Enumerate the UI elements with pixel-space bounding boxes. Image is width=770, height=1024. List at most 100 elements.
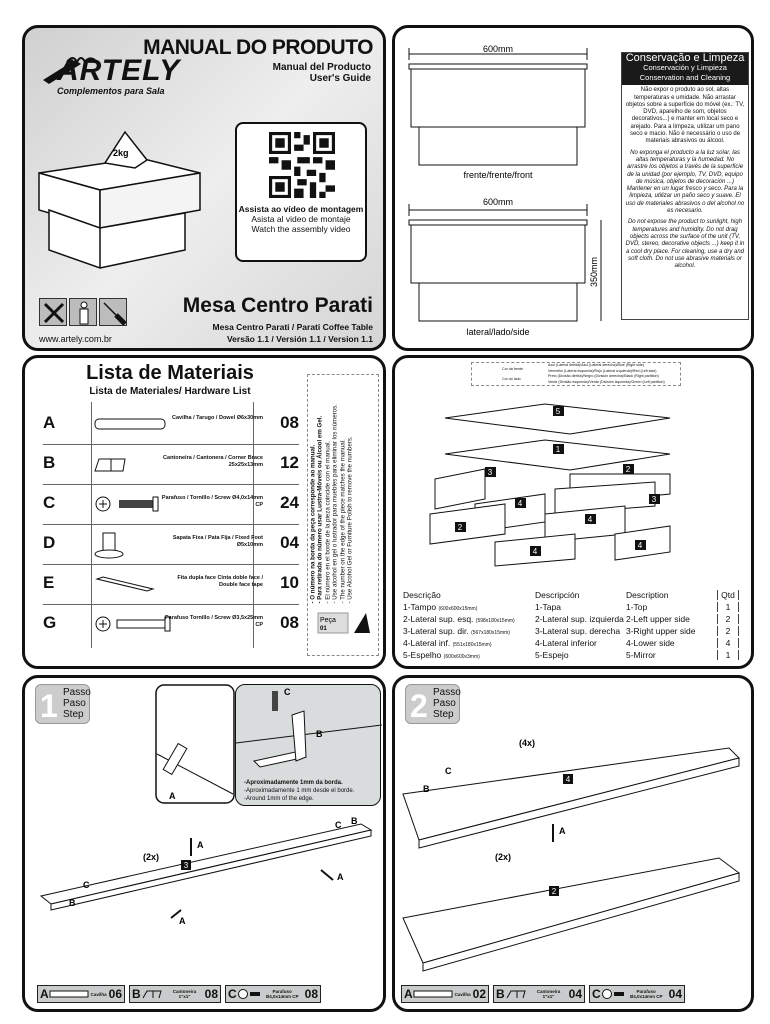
no-power-tool-icon (39, 298, 67, 326)
qr-caption-pt: Assista ao vídeo de montagem (238, 204, 364, 214)
item-letter: E (43, 573, 55, 592)
strip-qty: 08 (304, 987, 318, 1001)
label-b: B (316, 729, 323, 739)
step-pt: Passo (63, 687, 91, 698)
qr-video-box[interactable]: Assista ao vídeo de montagem Asista al v… (235, 122, 367, 262)
part-name: 4-Lateral inf. (403, 638, 451, 648)
item-qty: 04 (280, 533, 299, 552)
cell-pt: 2-Lateral sup. esq. (598x180x15mm) (403, 614, 535, 624)
screw-icon (601, 989, 624, 999)
cell-en: 5-Mirror (626, 650, 656, 660)
part-size: (600x600x15mm) (438, 606, 478, 612)
strip-letter: A (40, 987, 49, 1001)
part-label: 3 (488, 468, 493, 477)
qr-caption: Assista ao vídeo de montagem Asista al v… (237, 204, 365, 234)
cell-en: 3-Right upper side (626, 626, 696, 636)
product-name: Mesa Centro Parati (182, 294, 373, 317)
step-es: Paso (63, 698, 86, 709)
parts-table: Descrição Descripción Description Qtd 1-… (403, 589, 745, 661)
part-name: 3-Lateral sup. dir. (403, 626, 469, 636)
cell-qty: 2 (717, 626, 739, 636)
tools-icons (39, 298, 127, 326)
item-qty: 12 (280, 453, 299, 472)
screw-icon (237, 989, 260, 999)
dowel-insert-detail: A (155, 684, 235, 804)
note-line: - El número en el borde de la pieza coin… (324, 440, 332, 604)
label-a: A (337, 872, 344, 882)
item-desc: Cantoneira / Cantonera / Corner Brace 25… (163, 455, 263, 468)
subtitle-en: User's Guide (309, 73, 371, 84)
parts-panel: Cor da frente Cor do lado Azul (Lateral … (392, 355, 754, 669)
item-qty: 10 (280, 573, 299, 592)
qr-code[interactable] (269, 132, 335, 198)
subtitle-es: Manual del Producto (272, 62, 371, 73)
cell-es: 5-Espejo (535, 650, 569, 660)
brand-name: ARTELY (57, 54, 181, 87)
cell-qty: 2 (717, 614, 739, 624)
product-subtitle: Mesa Centro Parati / Parati Coffee Table (212, 322, 373, 332)
long-screw-icon (95, 616, 171, 632)
legend-line: Vermelho (Lateral esquerda)/Rojo (Latera… (548, 368, 657, 373)
part-size: (600x600x3mm) (443, 654, 480, 660)
cell-en: 1-Top (626, 602, 648, 612)
part-label: 4 (566, 775, 571, 784)
product-illustration: 2kg (38, 130, 201, 269)
cell-pt: 1-Tampo (600x600x15mm) (403, 602, 535, 612)
header-pt: Descrição (403, 590, 441, 600)
strip-name: Cavilha (90, 991, 107, 997)
front-width-label: 600mm (483, 44, 513, 54)
note-es: -Aproximadamente 1 mm desde el borde. (244, 788, 355, 794)
part-size: (551x180x15mm) (452, 642, 492, 648)
step-number: 2 (410, 688, 428, 724)
strip-name: Parafuso Ø4,0x14mm CP (629, 989, 663, 999)
label-a: A (179, 916, 186, 926)
item-desc: Sapata Fixa / Pata Fija / Fixed Foot Ø5x… (172, 535, 263, 548)
item-desc: Parafuso / Tornillo / Screw Ø4,0x14mm CP (161, 495, 263, 508)
hardware-row-e: E Fita dupla face Cinta doble face / Dou… (43, 565, 299, 605)
step-pt: Passo (433, 687, 461, 698)
hardware-row-g: G Parafuso Tornillo / Screw Ø3,5x25mm CP… (43, 605, 299, 645)
cell-en: 4-Lower side (626, 638, 675, 648)
cell-es: 1-Tapa (535, 602, 561, 612)
label-c: C (335, 820, 342, 830)
strip-letter: C (592, 987, 601, 1001)
corner-brace-icon (506, 990, 526, 999)
dimensions-panel: 600mm frente/frente/front 600mm 350mm la… (392, 25, 754, 351)
cell-qty: 1 (717, 602, 739, 612)
part-label: 2 (458, 523, 463, 532)
item-desc: Cavilha / Tarugo / Dowel Ø6x30mm (172, 415, 263, 421)
step-es: Paso (433, 698, 456, 709)
strip-name: Cantoneira 1"x1" (536, 989, 561, 999)
cell-qty: 4 (717, 638, 739, 648)
dowel-icon (94, 418, 166, 430)
label-c: C (83, 880, 90, 890)
part-size: (598x180x15mm) (475, 618, 515, 624)
double-tape-icon (95, 576, 155, 592)
divider (253, 402, 254, 648)
care-title-es: Conservación y Limpieza (643, 63, 727, 73)
weight-label: 2kg (113, 148, 129, 158)
note-line: - O número na borda da peça corresponde … (309, 444, 317, 604)
part-name: 5-Espelho (403, 650, 442, 660)
care-text-pt: Não expor o produto ao sol, altas temper… (625, 87, 745, 145)
legend-side: Cor do lado (502, 377, 521, 381)
part-label: 4 (588, 515, 593, 524)
strip-name: Cantoneira 1"x1" (172, 989, 197, 999)
multiplier-label: (4x) (519, 738, 535, 748)
part-name: 1-Tampo (403, 602, 437, 612)
website-link[interactable]: www.artely.com.br (39, 334, 112, 344)
hardware-list-panel: Lista de Materiais Lista de Materiales/ … (22, 355, 386, 669)
item-desc: Fita dupla face Cinta doble face / Doubl… (177, 575, 263, 588)
legend-front: Cor da frente (502, 367, 523, 371)
edge-note: -Aproximadamente 1mm da borda. -Aproxima… (244, 779, 354, 803)
part-size: (567x180x15mm) (471, 630, 510, 636)
part-label: 4 (533, 547, 538, 556)
header-en: Description (626, 590, 669, 600)
brand-tagline: Complementos para Sala (57, 86, 165, 96)
